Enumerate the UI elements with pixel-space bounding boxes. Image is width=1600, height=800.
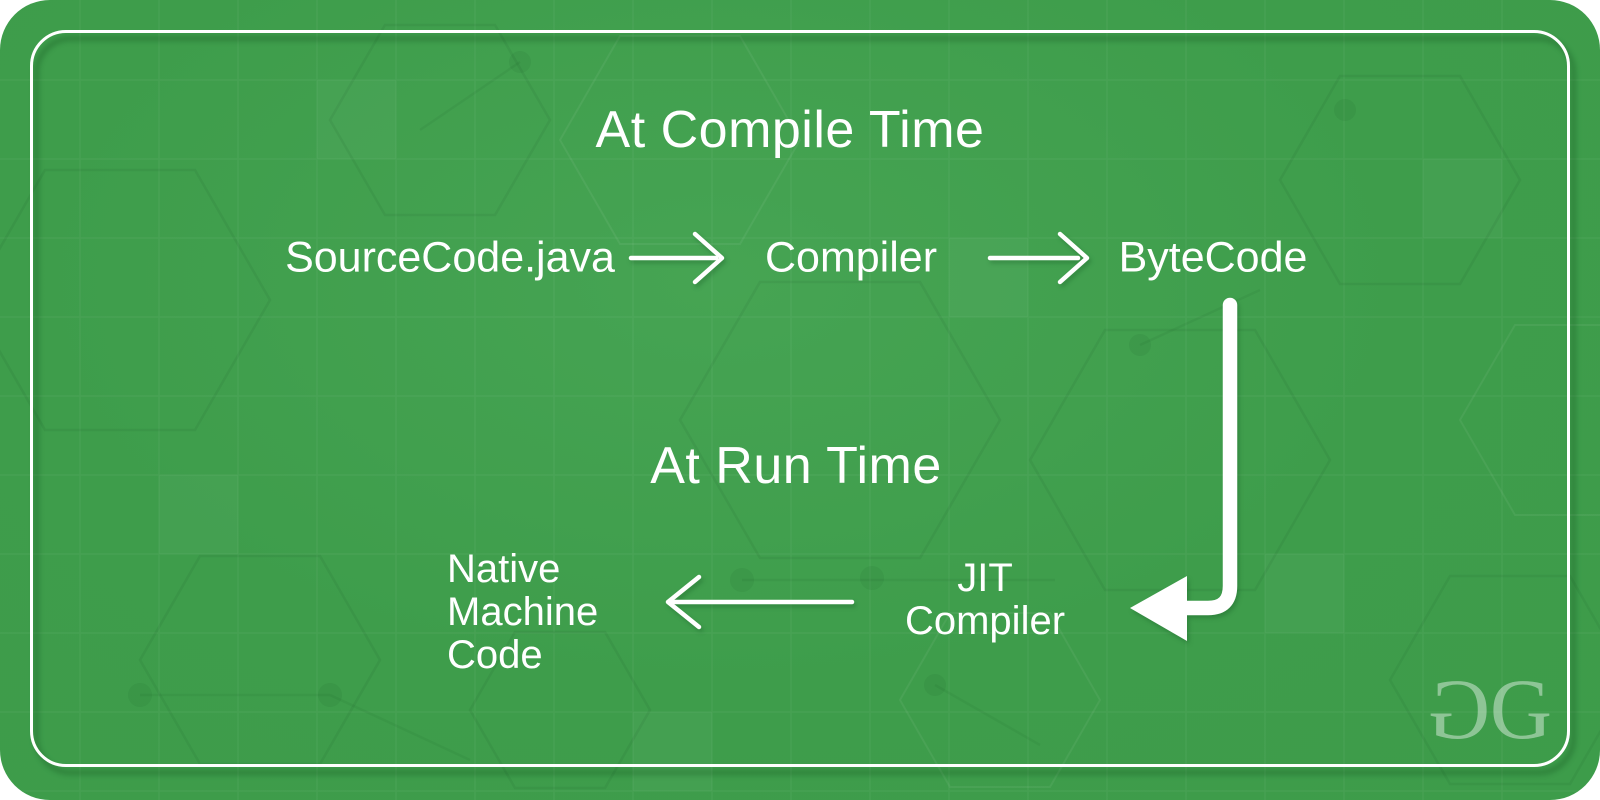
- native-line-1: Native: [447, 547, 561, 591]
- compile-time-title: At Compile Time: [595, 101, 985, 159]
- native-line-3: Code: [447, 633, 543, 677]
- bytecode-node: ByteCode: [1118, 233, 1308, 282]
- arrow-left-icon: [665, 574, 855, 630]
- jit-line-2: Compiler: [904, 599, 1066, 643]
- logo-g-mirrored: G: [1431, 661, 1490, 757]
- jit-compiler-node: JIT Compiler: [905, 557, 1065, 643]
- sourcecode-node: SourceCode.java: [285, 233, 615, 282]
- elbow-arrow-down-left-icon: [1130, 297, 1238, 641]
- jit-line-1: JIT: [957, 556, 1013, 600]
- geeksforgeeks-logo: GG: [1431, 661, 1552, 757]
- native-machine-code-node: Native Machine Code: [447, 548, 598, 677]
- logo-g: G: [1489, 661, 1552, 757]
- arrow-right-icon: [628, 231, 725, 285]
- native-line-2: Machine: [447, 590, 599, 634]
- arrow-right-icon: [987, 231, 1090, 285]
- run-time-title: At Run Time: [650, 437, 942, 495]
- compiler-node: Compiler: [764, 233, 938, 282]
